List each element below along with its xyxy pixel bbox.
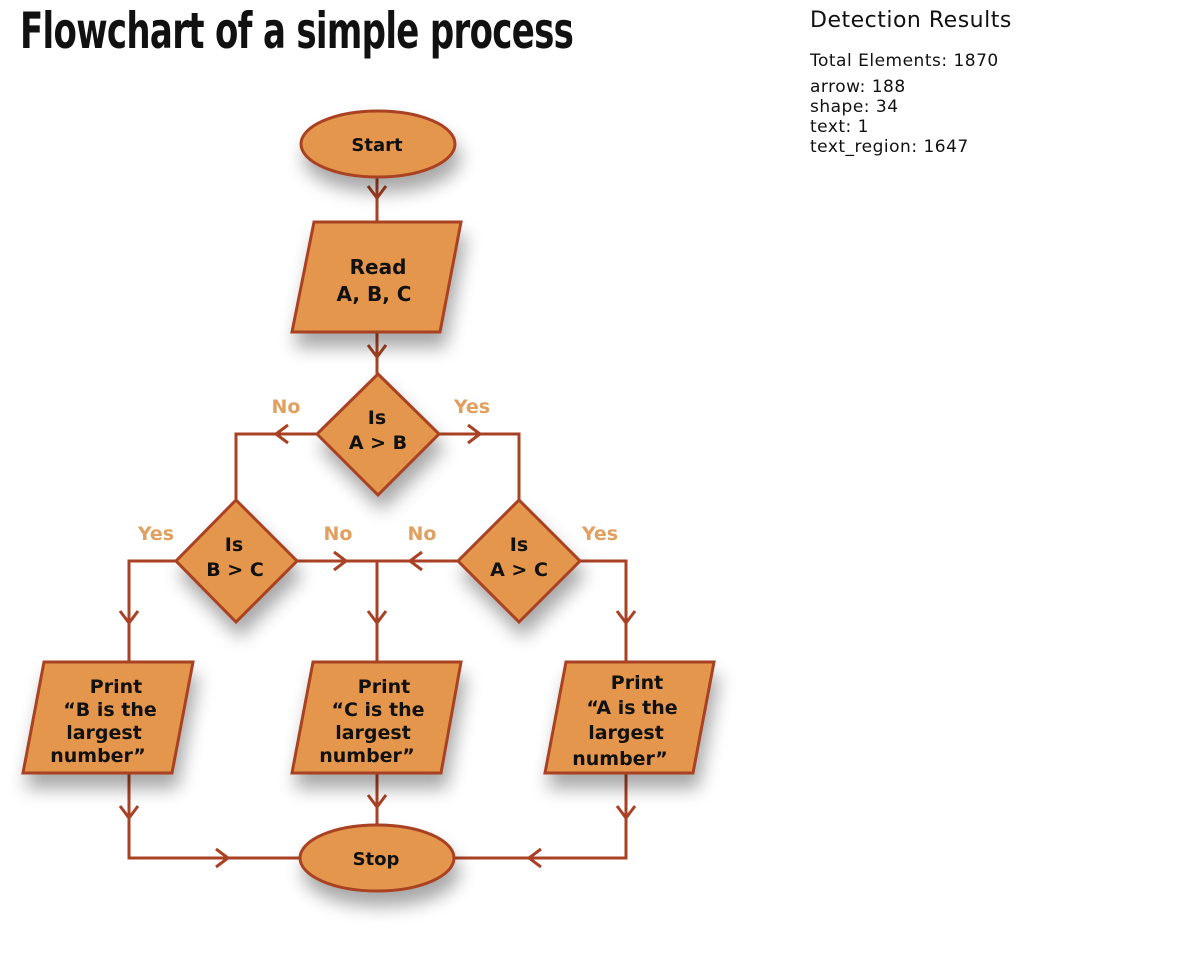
branch-labels: No Yes Yes No No Yes <box>137 396 618 545</box>
arrowhead <box>366 344 388 360</box>
connector-ab-no <box>234 432 317 500</box>
shape-labels: Start Read A, B, C Is A > B Is B > C Is … <box>50 135 677 870</box>
decision-bc-line1: Is <box>225 534 243 556</box>
connector-lines <box>127 177 628 860</box>
decision-a-gt-b <box>314 371 442 498</box>
page-title: Flowchart of a simple process <box>20 2 574 60</box>
detection-results-panel: Detection Results Total Elements: 1870 a… <box>810 8 1012 157</box>
decision-ac-line1: Is <box>510 534 528 556</box>
print-b-line4: number” <box>50 745 146 767</box>
detection-count-text: text: 1 <box>810 117 869 137</box>
connector-printa-stop <box>454 773 628 860</box>
arrowhead <box>467 423 483 445</box>
decision-a-gt-c <box>455 497 583 625</box>
print-a-box <box>543 660 716 775</box>
decision-ab-line2: A > B <box>349 432 407 454</box>
detection-total-elements: Total Elements: 1870 <box>810 51 999 71</box>
arrowhead <box>366 185 388 201</box>
arrowhead <box>118 805 140 821</box>
arrowhead <box>215 847 231 869</box>
read-input-box <box>290 220 463 334</box>
arrowhead <box>615 610 637 626</box>
start-terminal <box>299 109 457 179</box>
connector-bc-no <box>297 559 379 662</box>
arrowhead <box>407 550 423 572</box>
print-c-box <box>290 660 463 775</box>
decision-bc-line2: B > C <box>206 559 264 581</box>
arrowhead <box>615 805 637 821</box>
connector-bc-yes <box>127 559 176 662</box>
print-c-line4: number” <box>319 745 415 767</box>
read-label-line2: A, B, C <box>337 282 412 306</box>
branch-label-yes-bc: Yes <box>137 523 174 545</box>
arrowheads <box>118 185 637 869</box>
arrowhead <box>333 550 349 572</box>
branch-label-yes-ab: Yes <box>453 396 490 418</box>
print-b-line1: Print <box>90 676 142 698</box>
arrowhead <box>526 847 542 869</box>
decision-b-gt-c <box>173 497 300 625</box>
connector-ac-yes <box>580 559 628 662</box>
connector-ab-yes <box>439 432 521 500</box>
arrowhead <box>273 423 289 445</box>
print-c-line3: largest <box>335 722 411 744</box>
detection-count-text-region: text_region: 1647 <box>810 137 969 157</box>
detection-count-arrow: arrow: 188 <box>810 77 906 97</box>
detection-count-shape: shape: 34 <box>810 97 899 117</box>
arrowhead <box>366 794 388 810</box>
arrowhead <box>118 610 140 626</box>
print-b-line2: “B is the <box>63 699 157 721</box>
print-a-line1: Print <box>611 672 663 694</box>
branch-label-yes-ac: Yes <box>581 523 618 545</box>
branch-label-no-ab: No <box>272 396 301 418</box>
print-a-line2: “A is the <box>586 697 677 719</box>
print-b-box <box>21 660 195 775</box>
stop-label: Stop <box>353 849 400 870</box>
start-label: Start <box>351 135 403 156</box>
flowchart-shapes <box>21 109 716 893</box>
decision-ac-line2: A > C <box>490 559 548 581</box>
print-c-line1: Print <box>358 676 410 698</box>
print-c-line2: “C is the <box>332 699 425 721</box>
detection-results-heading: Detection Results <box>810 8 1012 33</box>
connector-printb-stop <box>127 773 300 860</box>
arrowhead <box>366 610 388 626</box>
branch-label-no-ac: No <box>408 523 437 545</box>
print-b-line3: largest <box>66 722 142 744</box>
print-a-line4: number” <box>572 748 668 770</box>
branch-label-no-bc: No <box>324 523 353 545</box>
stop-terminal <box>298 823 456 893</box>
decision-ab-line1: Is <box>368 407 386 429</box>
print-a-line3: largest <box>588 722 664 744</box>
read-label-line1: Read <box>350 255 407 279</box>
